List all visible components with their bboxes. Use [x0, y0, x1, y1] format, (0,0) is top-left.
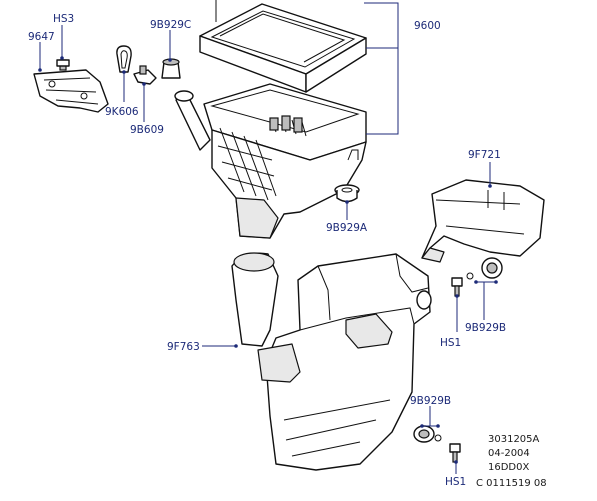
label-9b609: 9B609: [130, 124, 164, 136]
grommet-9b929c: [161, 58, 181, 79]
label-9600: 9600: [414, 20, 441, 32]
ref-illustration-number: C 0111519 08: [476, 478, 547, 489]
label-9f721: 9F721: [468, 149, 501, 161]
grommet-9b929b-right: [466, 257, 503, 280]
leader-9600: [364, 2, 399, 135]
bolt-hs1-right: [451, 277, 463, 297]
label-9k606: 9K606: [105, 106, 139, 118]
label-9b929b-right: 9B929B: [465, 322, 506, 334]
label-9647: 9647: [28, 31, 55, 43]
label-hs3: HS3: [53, 13, 74, 25]
resonator-9f763: [231, 252, 432, 471]
bracket-9647: [33, 59, 109, 113]
leader-lines: [38, 25, 498, 474]
ref-model: 16DD0X: [488, 462, 529, 473]
duct-9f721: [421, 179, 545, 263]
ref-date: 04-2004: [488, 448, 530, 459]
label-9b929b-bottom: 9B929B: [410, 395, 451, 407]
label-9f763: 9F763: [167, 341, 200, 353]
clip-9k606: [116, 45, 132, 73]
air-cleaner-lower-box: [174, 83, 367, 239]
label-hs1-right: HS1: [440, 337, 461, 349]
label-9b929a: 9B929A: [326, 222, 368, 234]
grommet-9b929b-bottom: [413, 425, 442, 443]
label-hs1-bottom: HS1: [445, 476, 466, 488]
ref-code: 3031205A: [488, 434, 540, 445]
bracket-9b609: [133, 65, 157, 85]
air-filter-element: [199, 0, 367, 93]
label-9b929c: 9B929C: [150, 19, 191, 31]
bolt-hs1-bottom: [449, 443, 461, 463]
grommet-9b929a: [334, 184, 360, 203]
